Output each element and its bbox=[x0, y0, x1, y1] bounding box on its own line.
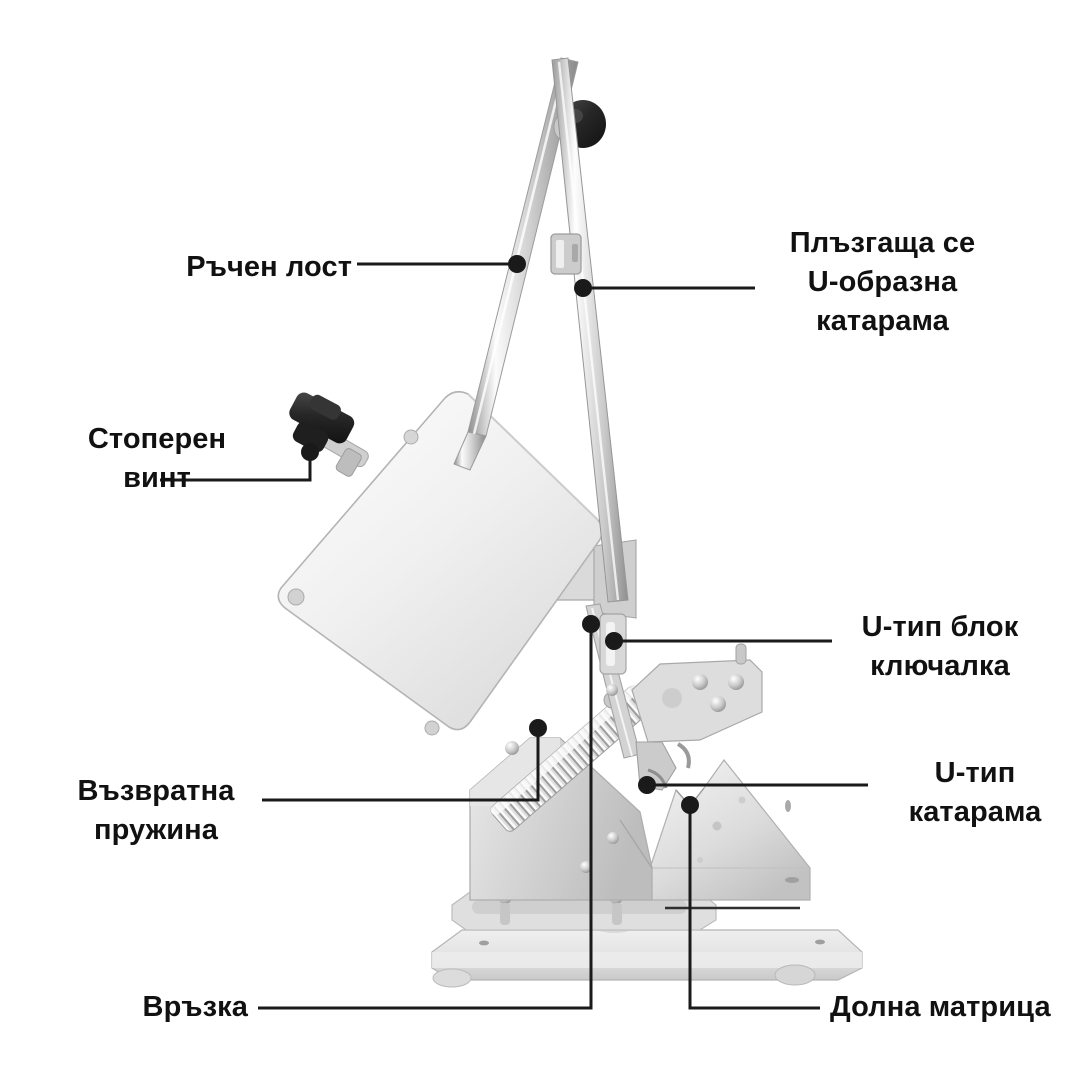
sliding-u-buckle bbox=[550, 233, 582, 275]
callout-label-bottom-die: Долна матрица bbox=[830, 991, 1051, 1023]
callout-label-hand-lever: Ръчен лост bbox=[186, 251, 352, 283]
stop-screw bbox=[289, 392, 369, 477]
u-type-buckle-assembly bbox=[631, 643, 763, 791]
callout-label-stop-screw: Стоперен винт bbox=[87, 423, 227, 494]
link-and-lock bbox=[585, 603, 641, 759]
bottom-die bbox=[649, 759, 811, 910]
sliding-rod bbox=[551, 57, 629, 603]
callout-label-u-type-buckle: U-тип катарама bbox=[908, 757, 1042, 828]
callout-label-u-type-block-lock: U-тип блок ключалка bbox=[861, 611, 1019, 682]
hand-lever bbox=[453, 57, 579, 471]
callout-label-sliding-u-buckle: Плъзгаща се U-образна катарама bbox=[789, 227, 976, 337]
callout-label-return-spring: Възвратна пружина bbox=[77, 775, 235, 846]
callout-label-link: Връзка bbox=[142, 991, 248, 1023]
